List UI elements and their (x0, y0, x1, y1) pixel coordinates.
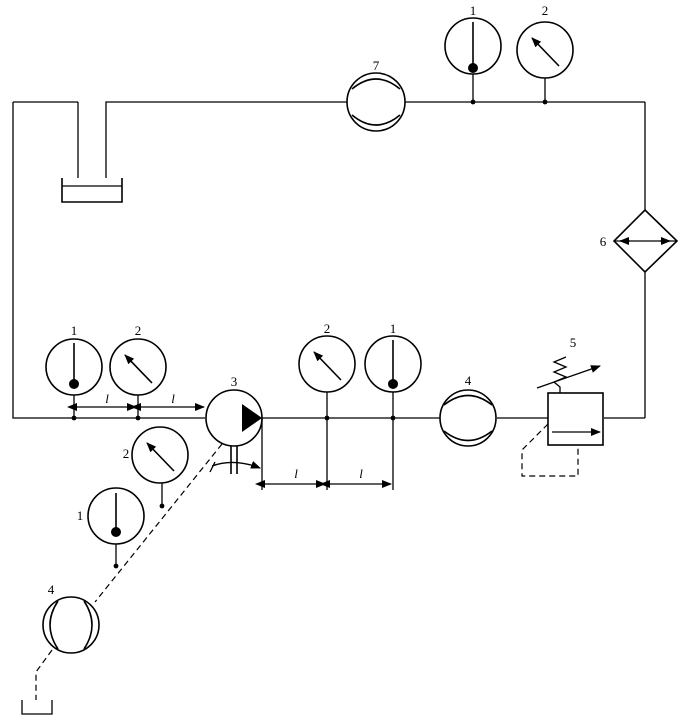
label-4-suction: 4 (48, 582, 55, 597)
thermometer-mid (364, 335, 422, 490)
label-1-mid: 1 (390, 321, 397, 336)
pressure-gauge-mid (298, 335, 356, 490)
label-6: 6 (600, 234, 607, 249)
label-4-main: 4 (465, 373, 472, 388)
dim-l1: l (105, 391, 109, 406)
heat-exchanger-6 (612, 208, 679, 274)
pipe-lines (12, 101, 646, 419)
dim-l3: l (294, 466, 298, 481)
relief-valve-5 (521, 356, 604, 477)
pressure-gauge-top (516, 21, 574, 105)
dimension-lines-discharge (255, 418, 392, 490)
flowmeter-4-main (439, 389, 497, 447)
flowmeter-4-suction (42, 596, 100, 654)
pump-3 (205, 389, 263, 474)
label-1-suction: 1 (77, 508, 84, 523)
dim-l2: l (171, 391, 175, 406)
thermometer-top (444, 17, 502, 105)
thermometer-suction (87, 487, 145, 569)
reservoir-tank (61, 178, 123, 203)
label-3: 3 (231, 374, 238, 389)
label-2-suction: 2 (123, 446, 130, 461)
pressure-gauge-left (109, 338, 167, 421)
label-7: 7 (373, 58, 380, 73)
suction-line (21, 443, 223, 715)
flowmeter-7 (346, 72, 406, 132)
thermometer-left (45, 338, 103, 421)
label-1-top: 1 (470, 3, 477, 18)
label-5: 5 (570, 335, 577, 350)
label-2-left: 2 (135, 323, 142, 338)
pressure-gauge-suction (131, 426, 189, 509)
dim-l4: l (359, 466, 363, 481)
label-1-left: 1 (71, 323, 78, 338)
label-2-mid: 2 (324, 321, 331, 336)
label-2-top: 2 (542, 3, 549, 18)
